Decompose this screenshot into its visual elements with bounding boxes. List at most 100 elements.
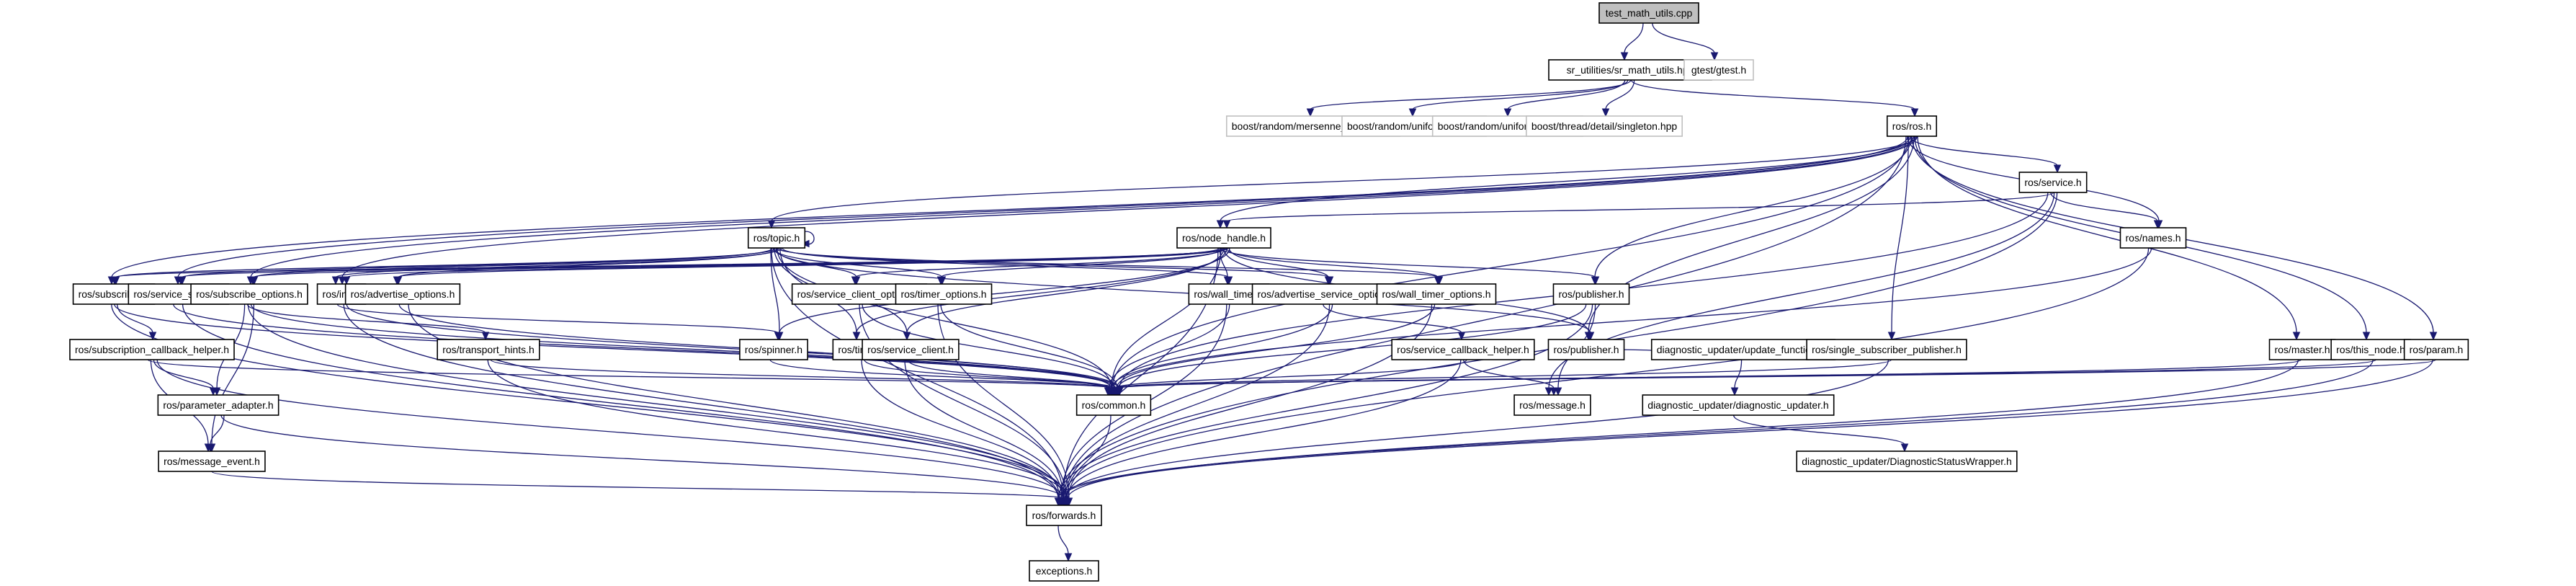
node-diagnostic-updater[interactable]: diagnostic_updater/diagnostic_updater.h [1642,394,1835,416]
node-common[interactable]: ros/common.h [1075,394,1152,416]
node-label: diagnostic_updater/diagnostic_updater.h [1647,399,1828,411]
arrowhead-icon [1620,52,1629,61]
edge-parameter_adapter-to-forwards [220,414,1068,507]
node-timer-options[interactable]: ros/timer_options.h [895,283,993,305]
edge-line [1111,247,2152,389]
node-label: ros/wall_timer.h [1194,288,1264,300]
edge-line [1219,247,1228,278]
edge-line [779,247,1230,334]
node-label: ros/forwards.h [1032,510,1096,521]
node-dsw[interactable]: diagnostic_updater/DiagnosticStatusWrapp… [1796,450,2018,472]
node-message-event[interactable]: ros/message_event.h [158,450,266,472]
node-label: ros/transport_hints.h [442,344,535,355]
edge-line [156,359,1064,500]
node-label: test_math_utils.cpp [1606,7,1693,19]
edge-line [346,303,1120,389]
node-param[interactable]: ros/param.h [2403,339,2469,360]
arrowhead-icon [1601,108,1610,117]
node-box [1552,283,1630,305]
node-this-node[interactable]: ros/this_node.h [2330,339,2411,360]
edge-sr_math-to-uint [1408,79,1629,117]
arrowhead-icon [1457,332,1466,341]
node-box [895,283,993,305]
edge-timer_options-to-common [940,303,1122,396]
node-label: ros/master.h [2274,344,2330,355]
edge-line [111,136,1912,278]
node-service-client[interactable]: ros/service_client.h [862,339,960,360]
node-ros[interactable]: ros/ros.h [1886,115,1938,137]
edge-root-to-sr_math [1620,22,1644,61]
node-service-callback-helper[interactable]: ros/service_callback_helper.h [1391,339,1535,360]
node-box [158,450,266,472]
node-message[interactable]: ros/message.h [1513,394,1591,416]
node-topic[interactable]: ros/topic.h [747,227,806,249]
node-advertise-options[interactable]: ros/advertise_options.h [344,283,461,305]
arrowhead-icon [2153,220,2162,229]
edge-line [1732,414,1905,445]
node-service[interactable]: ros/service.h [2018,172,2088,193]
edge-line [180,247,1226,278]
node-box [1547,339,1625,360]
edge-line [1109,359,2436,389]
node-subscribe-options[interactable]: ros/subscribe_options.h [190,283,308,305]
node-label: ros/publisher.h [1553,344,1619,355]
edge-line [1891,136,1909,334]
node-node-handle[interactable]: ros/node_handle.h [1176,227,1271,249]
edge-forwards-to-exceptions [1057,525,1073,562]
edge-line [1734,359,1743,389]
node-box [1796,450,2018,472]
node-singleton[interactable]: boost/thread/detail/singleton.hpp [1526,115,1683,137]
node-label: ros/single_subscriber_publisher.h [1812,344,1962,355]
edge-line [114,303,1117,389]
node-gtest[interactable]: gtest/gtest.h [1683,59,1754,81]
node-forwards[interactable]: ros/forwards.h [1026,505,1102,526]
node-exceptions[interactable]: exceptions.h [1029,560,1099,582]
edge-line [776,247,1440,278]
node-label: ros/service_client_options.h [797,288,922,300]
edge-line [211,471,1066,500]
edge-sr_math-to-singleton [1601,79,1635,117]
node-spinner[interactable]: ros/spinner.h [739,339,808,360]
node-box [1650,339,1836,360]
node-box [747,227,806,249]
edge-line [117,303,153,334]
arrowhead-icon [1114,387,1123,396]
node-publisher-b[interactable]: ros/publisher.h [1552,283,1630,305]
edge-ros-to-service_server [174,136,1909,285]
edge-line [487,359,1067,500]
edge-line [1117,303,1587,389]
node-box [344,283,461,305]
edge-ros-to-subscribe_options [246,136,1916,285]
node-publisher-a[interactable]: ros/publisher.h [1547,339,1625,360]
edge-line [773,247,1591,334]
node-label: ros/service_client.h [867,344,954,355]
edge-line [147,359,1112,389]
node-label: exceptions.h [1036,565,1093,577]
node-wall-timer-options[interactable]: ros/wall_timer_options.h [1376,283,1497,305]
edge-init-to-forwards [343,303,1063,507]
node-parameter-adapter[interactable]: ros/parameter_adapter.h [157,394,279,416]
edge-line [1909,136,2058,167]
node-subscription-callback-helper[interactable]: ros/subscription_callback_helper.h [69,339,235,360]
edge-node_handle-to-common [1107,247,1222,396]
edge-line [1112,359,1892,389]
edge-line [1065,303,1331,500]
edge-line [1063,247,2150,500]
node-single-subscriber-publisher[interactable]: ros/single_subscriber_publisher.h [1806,339,1967,360]
edge-wall_timer_options-to-common [1112,303,1436,396]
node-master[interactable]: ros/master.h [2268,339,2336,360]
node-update-functions[interactable]: diagnostic_updater/update_functions.h [1650,339,1836,360]
node-root[interactable]: test_math_utils.cpp [1598,2,1699,24]
edge-line [211,303,255,445]
node-label: ros/message.h [1519,399,1586,411]
node-names[interactable]: ros/names.h [2119,227,2187,249]
edge-line [1066,414,1112,500]
edge-ros-to-master [1917,136,2301,341]
edge-ros-to-service [1909,136,2062,174]
edge-line [1057,359,2374,500]
edge-single_subscriber_publisher-to-forwards [1060,359,1889,507]
arrowhead-icon [110,276,119,285]
node-box [1026,505,1102,526]
node-transport-hints[interactable]: ros/transport_hints.h [437,339,540,360]
arrowhead-icon [331,276,340,285]
